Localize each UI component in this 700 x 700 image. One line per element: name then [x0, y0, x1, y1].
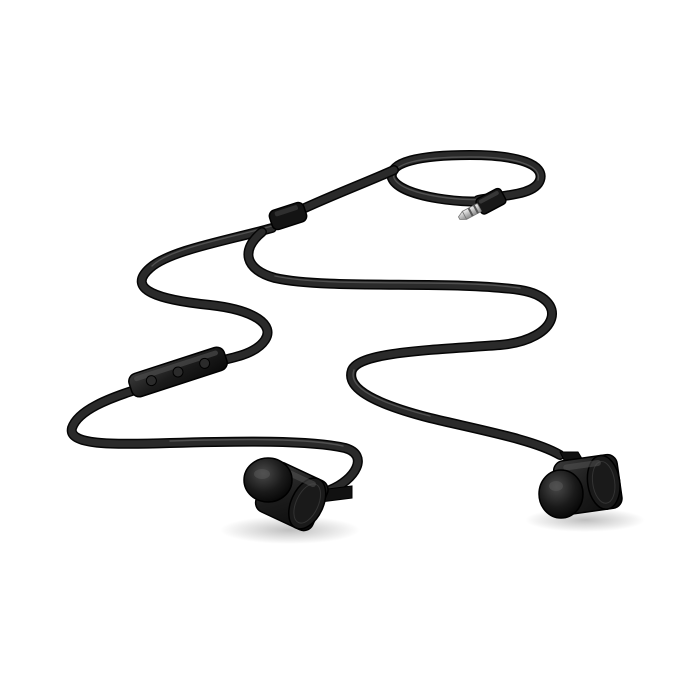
audio-jack-plug [457, 187, 507, 220]
left-earbud-shadow [220, 516, 360, 544]
left-earbud [243, 457, 353, 532]
cable-splitter [268, 201, 308, 231]
right-earbud [538, 451, 623, 519]
cable-group [66, 150, 565, 495]
right-ear-tip [538, 469, 584, 519]
inline-remote [128, 346, 228, 398]
play-pause-button [172, 366, 184, 378]
volume-down-button [145, 375, 157, 387]
volume-up-button [199, 357, 211, 369]
left-ear-tip [243, 457, 293, 503]
